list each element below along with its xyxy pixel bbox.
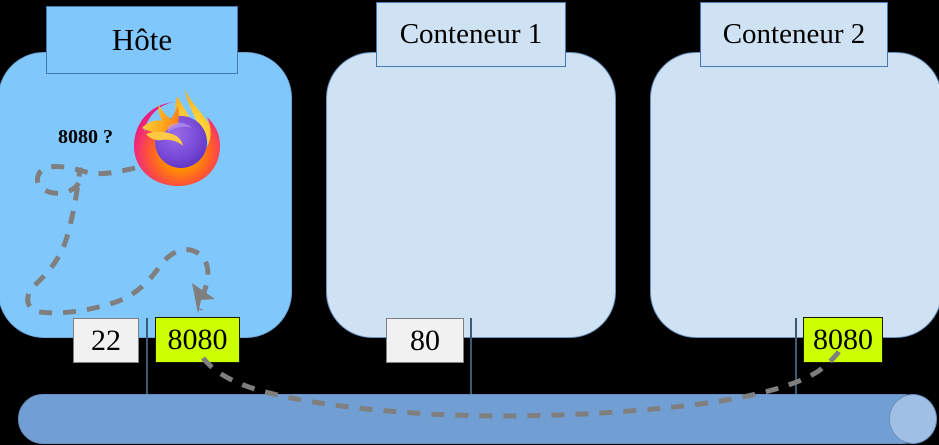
host-port-22[interactable]: 22 bbox=[73, 318, 139, 363]
container-1-box bbox=[326, 52, 616, 338]
container-1-port-80[interactable]: 80 bbox=[386, 318, 464, 363]
host-port-8080[interactable]: 8080 bbox=[155, 317, 240, 363]
container-1-title-label: Conteneur 1 bbox=[376, 2, 566, 67]
firefox-icon bbox=[128, 86, 228, 190]
container-2-box bbox=[650, 52, 939, 338]
container-2-port-8080[interactable]: 8080 bbox=[803, 317, 883, 363]
host-port-question-label: 8080 ? bbox=[58, 126, 113, 148]
host-bus-connector bbox=[146, 318, 148, 416]
host-title-label: Hôte bbox=[46, 6, 238, 74]
container-2-title-label: Conteneur 2 bbox=[700, 2, 888, 67]
network-bus bbox=[18, 394, 928, 444]
network-bus-end-cap bbox=[889, 394, 937, 444]
